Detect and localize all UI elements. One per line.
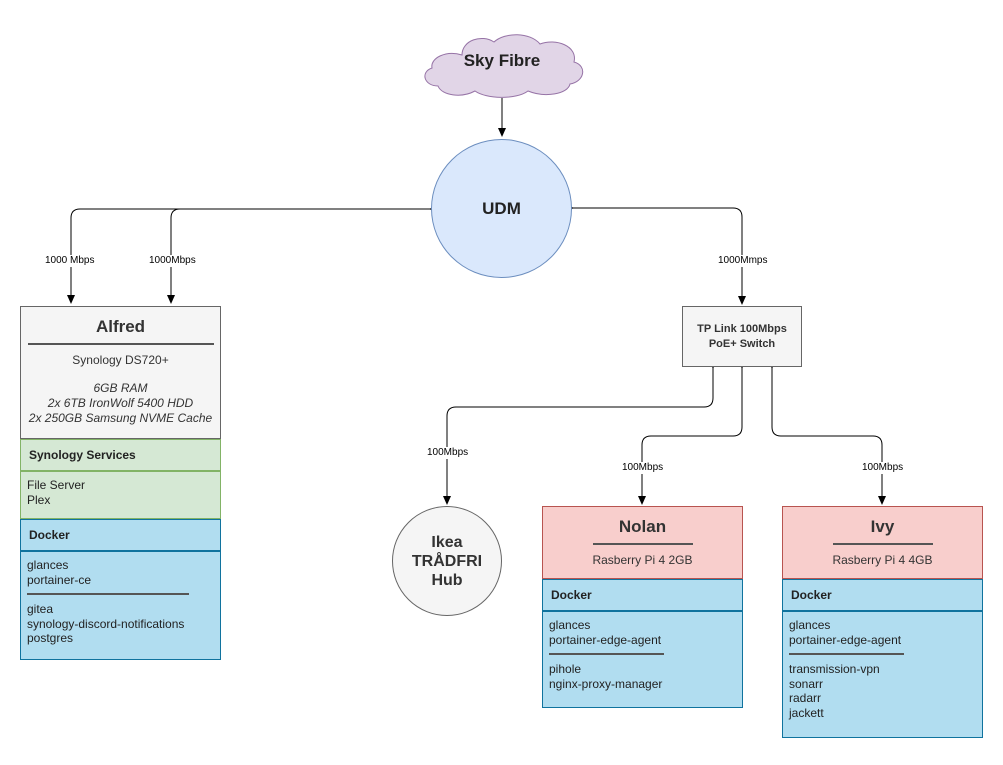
- nolan-divider: [592, 543, 693, 545]
- cloud-label: Sky Fibre: [463, 51, 541, 70]
- switch-ivy-edge: [768, 360, 886, 505]
- container-item: portainer-ce: [27, 572, 92, 587]
- alfred-node: Alfred Synology DS720+ 6GB RAM 2x 6TB Ir…: [20, 306, 221, 660]
- container-item: transmission-vpn: [789, 662, 880, 676]
- container-divider: [549, 653, 664, 655]
- udm-switch-edge: [565, 204, 746, 305]
- container-item: glances: [549, 618, 591, 632]
- ivy-node: Ivy Rasberry Pi 4 4GB Docker glances por…: [782, 506, 983, 738]
- ivy-name: Ivy: [870, 517, 895, 536]
- container-item: pihole: [549, 662, 582, 676]
- service-item: File Server: [27, 478, 86, 492]
- udm-node: UDM: [431, 139, 572, 278]
- udm-alfred-edge-b: [167, 208, 181, 304]
- container-item: synology-discord-notifications: [27, 616, 185, 631]
- container-divider: [27, 593, 189, 595]
- nolan-node: Nolan Rasberry Pi 4 2GB Docker glances p…: [542, 506, 743, 708]
- cloud-shape: [424, 34, 584, 98]
- alfred-model: Synology DS720+: [72, 353, 169, 367]
- ivy-header: Ivy Rasberry Pi 4 4GB: [782, 506, 983, 579]
- alfred-header: Alfred Synology DS720+ 6GB RAM 2x 6TB Ir…: [20, 306, 221, 439]
- alfred-spec: 2x 250GB Samsung NVME Cache: [28, 411, 213, 425]
- link-label-nolan: 100Mbps: [621, 462, 665, 474]
- link-label-ivy: 100Mbps: [861, 462, 905, 474]
- link-label-alfred-a: 1000 Mbps: [44, 255, 96, 267]
- alfred-services-title: Synology Services: [29, 448, 136, 462]
- alfred-docker-title: Docker: [29, 528, 70, 542]
- link-label-hub: 100Mbps: [426, 447, 470, 459]
- alfred-docker-heading: Docker: [20, 519, 221, 551]
- alfred-docker-list: glances portainer-ce gitea synology-disc…: [20, 551, 221, 660]
- alfred-services-heading: Synology Services: [20, 439, 221, 471]
- container-item: nginx-proxy-manager: [549, 676, 663, 691]
- container-item: jackett: [789, 705, 824, 720]
- nolan-name: Nolan: [618, 517, 667, 536]
- ivy-model: Rasberry Pi 4 4GB: [832, 553, 933, 567]
- alfred-services-list: File Server Plex: [20, 471, 221, 519]
- container-item: portainer-edge-agent: [549, 632, 662, 647]
- hub-label-line2: TRÅDFRI: [411, 552, 483, 570]
- nolan-model: Rasberry Pi 4 2GB: [592, 553, 693, 567]
- switch-label-line2: PoE+ Switch: [708, 337, 776, 350]
- container-item: radarr: [789, 691, 822, 705]
- nolan-header: Nolan Rasberry Pi 4 2GB: [542, 506, 743, 579]
- alfred-divider: [27, 343, 214, 345]
- alfred-spec: 2x 6TB IronWolf 5400 HDD: [47, 396, 194, 410]
- nolan-docker-title: Docker: [551, 588, 592, 602]
- hub-label-line1: Ikea: [431, 533, 463, 551]
- ivy-docker-title: Docker: [791, 588, 832, 602]
- switch-label-line1: TP Link 100Mbps: [697, 322, 787, 335]
- ikea-hub-node: Ikea TRÅDFRI Hub: [392, 506, 502, 616]
- container-divider: [789, 653, 904, 655]
- ivy-docker-list: glances portainer-edge-agent transmissio…: [782, 611, 983, 738]
- hub-label-line3: Hub: [431, 571, 463, 589]
- container-item: portainer-edge-agent: [789, 632, 902, 647]
- poe-switch-node: TP Link 100Mbps PoE+ Switch: [682, 306, 802, 367]
- alfred-name: Alfred: [95, 317, 146, 336]
- link-label-alfred-b: 1000Mbps: [148, 255, 197, 267]
- udm-label: UDM: [482, 198, 521, 218]
- link-label-switch-uplink: 1000Mmps: [717, 255, 769, 267]
- nolan-docker-list: glances portainer-edge-agent pihole ngin…: [542, 611, 743, 708]
- alfred-spec: 6GB RAM: [93, 381, 148, 395]
- alfred-specs: 6GB RAM 2x 6TB IronWolf 5400 HDD 2x 250G…: [21, 381, 220, 426]
- switch-nolan-edge: [638, 360, 746, 505]
- container-item: sonarr: [789, 676, 824, 691]
- service-item: Plex: [27, 492, 51, 507]
- udm-alfred-edge-a: [67, 205, 438, 304]
- nolan-docker-heading: Docker: [542, 579, 743, 611]
- container-item: glances: [789, 618, 831, 632]
- ivy-docker-heading: Docker: [782, 579, 983, 611]
- container-item: postgres: [27, 631, 74, 645]
- container-item: gitea: [27, 602, 54, 616]
- container-item: glances: [27, 558, 69, 572]
- ivy-divider: [832, 543, 933, 545]
